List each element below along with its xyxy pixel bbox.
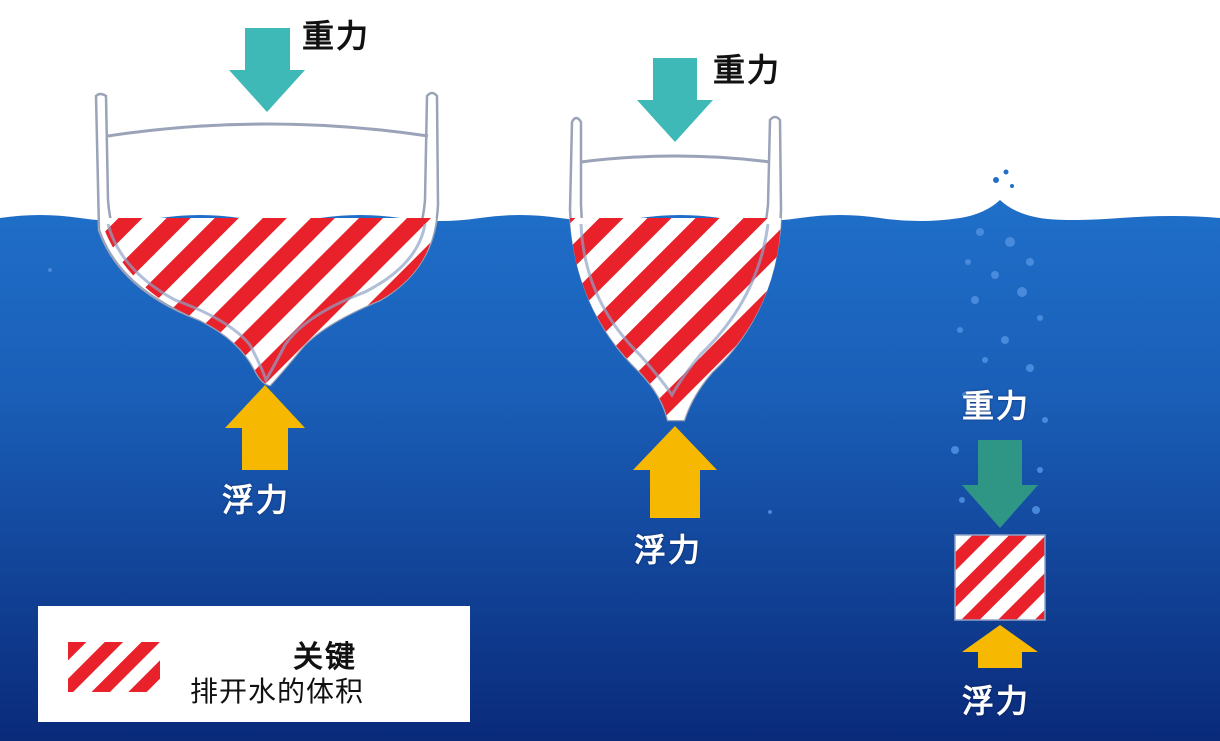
buoyancy-label-1: 浮力 <box>222 481 291 519</box>
gravity-arrow-1 <box>229 28 305 112</box>
bubbles <box>48 228 1048 514</box>
boat-wide-deck <box>107 122 429 138</box>
gravity-label-2: 重力 <box>713 51 782 89</box>
gravity-label-1: 重力 <box>302 17 371 55</box>
legend-box: 关键 排开水的体积 <box>38 606 470 722</box>
gravity-label-3: 重力 <box>962 387 1031 425</box>
buoyancy-arrow-3 <box>962 625 1038 668</box>
boat-deep-deck <box>580 154 771 164</box>
gravity-arrow-2 <box>637 58 713 142</box>
buoyancy-arrow-2 <box>633 426 717 518</box>
sinking-cube <box>954 534 1046 621</box>
splash-droplets <box>993 169 1014 188</box>
boat-wide-displaced <box>100 218 436 385</box>
buoyancy-label-3: 浮力 <box>962 682 1031 720</box>
boat-deep-displaced <box>570 218 781 420</box>
boat-wide <box>94 91 440 387</box>
legend-title: 关键 <box>293 640 357 675</box>
legend-swatch <box>68 642 160 692</box>
buoyancy-label-2: 浮力 <box>634 531 703 569</box>
legend-text: 排开水的体积 <box>190 675 365 708</box>
buoyancy-arrow-1 <box>225 385 305 470</box>
boat-deep <box>568 115 783 422</box>
gravity-arrow-3 <box>962 440 1038 528</box>
